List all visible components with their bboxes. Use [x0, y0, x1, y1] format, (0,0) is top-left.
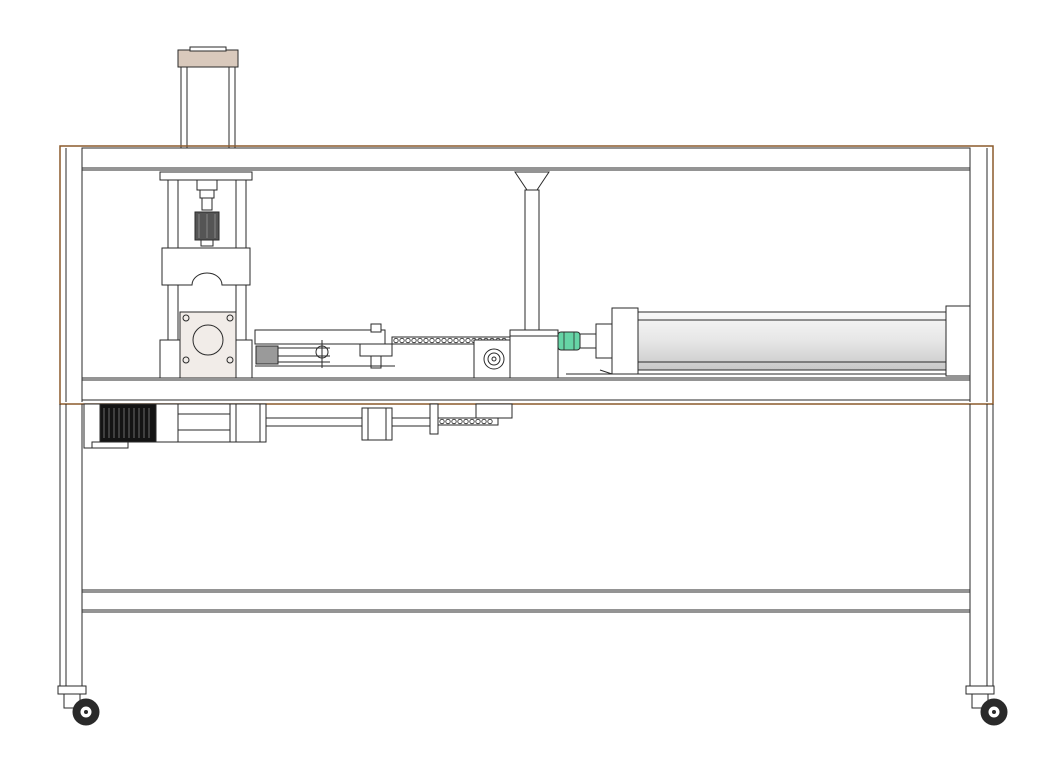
bearing-block — [361, 407, 393, 441]
drill-chuck — [194, 179, 220, 247]
enclosure-frame — [59, 145, 994, 405]
hydraulic-cylinder — [566, 305, 971, 377]
clamp-block — [161, 247, 251, 286]
drive-motor — [83, 403, 267, 449]
shaft-coupling — [557, 331, 597, 351]
caster-wheel-right — [965, 685, 1008, 726]
caster-wheel-left — [57, 685, 100, 726]
hopper-funnel — [514, 171, 550, 331]
lower-shelf-rail — [82, 589, 970, 613]
lower-shaft — [266, 403, 513, 435]
guide-post-cap — [177, 49, 239, 68]
pusher-block — [509, 329, 559, 379]
table-legs — [59, 404, 994, 690]
motor-mount-plate — [179, 311, 237, 379]
chain-sprocket — [473, 339, 511, 379]
top-guide-post — [177, 46, 239, 149]
feed-slide — [254, 323, 395, 369]
